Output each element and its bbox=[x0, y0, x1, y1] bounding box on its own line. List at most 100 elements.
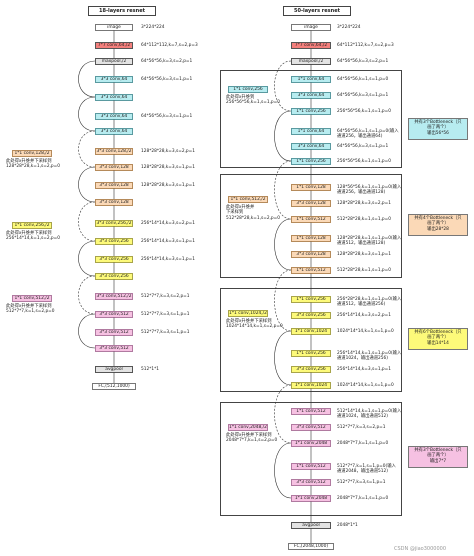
left-shortcut-conv: 1*1 conv,128,/2 bbox=[12, 150, 52, 157]
right-note: 128*28*28,k=3,s=2,p=1 bbox=[337, 200, 391, 206]
left-block: 3*3 conv,256 bbox=[95, 238, 133, 245]
right-block: 3*3 conv,128 bbox=[291, 251, 331, 258]
shortcut-arc bbox=[78, 96, 96, 132]
left-block: 3*3 conv,512 bbox=[95, 329, 133, 336]
right-block: 1*1 conv,256 bbox=[291, 108, 331, 115]
watermark: CSDN @jiao3000000 bbox=[394, 546, 447, 552]
left-block: FC,(512,1000) bbox=[92, 383, 136, 390]
right-shortcut-conv: 1*1 conv,1024,/2 bbox=[228, 310, 268, 317]
right-note: 256*56*56,k=1,s=1,p=0 bbox=[337, 158, 391, 164]
shortcut-arc bbox=[78, 60, 96, 98]
left-note: 512*1*1 bbox=[141, 366, 159, 372]
right-block: 1*1 conv,256 bbox=[291, 350, 331, 357]
right-note: 128*28*28,k=3,s=1,p=1 bbox=[337, 251, 391, 257]
left-block: 3*3 conv,512,/2 bbox=[95, 293, 133, 300]
left-block: maxpool,/2 bbox=[95, 58, 133, 65]
right-shortcut-desc: 2048*7*7,k=1,s=2,p=0 bbox=[226, 438, 278, 444]
right-block: 1*1 conv,1024 bbox=[291, 328, 331, 335]
right-note: 2048*7*7,k=1,s=1,p=0 bbox=[337, 495, 389, 501]
right-shortcut-desc: 此处得x升维并 bbox=[226, 205, 255, 210]
left-block: 3*3 conv,512 bbox=[95, 345, 133, 352]
right-note: 2048*7*7,k=1,s=1,p=0 bbox=[337, 440, 389, 446]
right-note: 2048*1*1 bbox=[337, 522, 358, 528]
shortcut-arc bbox=[274, 269, 292, 332]
right-note: 512*14*14,k=1,s=1,p=0(输入通道1024，输出通道512) bbox=[337, 408, 402, 419]
left-note: 512*7*7,k=3,s=1,p=1 bbox=[141, 329, 190, 335]
right-block: 1*1 conv,2048 bbox=[291, 440, 331, 447]
right-block: 1*1 conv,2048 bbox=[291, 495, 331, 502]
left-note: 128*28*28,k=3,s=1,p=1 bbox=[141, 182, 195, 188]
left-block: 7*7 conv,64,/2 bbox=[95, 42, 133, 49]
left-note: 512*7*7,k=3,s=1,p=1 bbox=[141, 311, 190, 317]
left-note: 256*14*14,k=3,s=1,p=1 bbox=[141, 238, 195, 244]
right-title: 50-layers resnet bbox=[283, 6, 351, 16]
right-note: 256*28*28,k=1,s=1,p=0(输入通道512，输出通道256) bbox=[337, 296, 402, 307]
shortcut-arc bbox=[274, 384, 292, 444]
right-block: 3*3 conv,64 bbox=[291, 92, 331, 99]
shortcut-arc bbox=[274, 218, 292, 271]
left-block: 3*3 conv,128 bbox=[95, 182, 133, 189]
left-block: 3*3 conv,128 bbox=[95, 164, 133, 171]
right-block: 1*1 conv,128 bbox=[291, 235, 331, 242]
shortcut-arc bbox=[274, 160, 292, 220]
left-shortcut-desc: 此处得x升维并下采样到 bbox=[6, 304, 52, 309]
left-note: 64*56*56,k=3,s=2,p=1 bbox=[141, 58, 193, 64]
right-note: 64*56*56,k=3,s=1,p=1 bbox=[337, 143, 389, 149]
left-shortcut-desc: 256*14*14,k=1,s=2,p=0 bbox=[6, 236, 60, 242]
right-block: 3*3 conv,256 bbox=[291, 366, 331, 373]
right-block: 3*3 conv,64 bbox=[291, 143, 331, 150]
shortcut-arc bbox=[274, 110, 292, 162]
right-block: 1*1 conv,64 bbox=[291, 76, 331, 83]
left-block: 3*3 conv,64 bbox=[95, 76, 133, 83]
right-shortcut-conv: 1*1 conv,2048,/2 bbox=[228, 424, 268, 431]
right-note: 256*14*14,k=1,s=1,p=0(输入通道1024，输出通道256) bbox=[337, 350, 402, 361]
right-shortcut-desc: 此处得x升维并下采样到 bbox=[226, 319, 272, 324]
left-shortcut-desc: 此处得x升维并下采样到 bbox=[6, 159, 52, 164]
right-block: 1*1 conv,512 bbox=[291, 408, 331, 415]
left-block: 3*3 conv,256 bbox=[95, 273, 133, 280]
right-note: 64*112*112,k=7,s=2,p=3 bbox=[337, 42, 394, 48]
right-shortcut-desc: 512*28*28,k=1,s=2,p=0 bbox=[226, 215, 280, 221]
right-note: 64*56*56,k=1,s=1,p=0(输入通道256，输出通道64) bbox=[337, 128, 399, 139]
left-block: 3*3 conv,256,/2 bbox=[95, 220, 133, 227]
left-note: 64*56*56,k=3,s=1,p=1 bbox=[141, 76, 193, 82]
right-block: 3*3 conv,256 bbox=[291, 312, 331, 319]
left-block: 3*3 conv,64 bbox=[95, 113, 133, 120]
right-block: 1*1 conv,1024 bbox=[291, 382, 331, 389]
right-block: 1*1 conv,256 bbox=[291, 296, 331, 303]
stage-legend: 共有3个Bottleneck（只画了两个）输出7*7 bbox=[408, 446, 468, 468]
right-note: 128*56*56,k=1,s=1,p=0(输入通道256，输出通道128) bbox=[337, 184, 402, 195]
right-block: 3*3 conv,512 bbox=[291, 424, 331, 431]
right-block: 3*3 conv,128 bbox=[291, 200, 331, 207]
right-block: 3*3 conv,512 bbox=[291, 479, 331, 486]
left-note: 128*28*28,k=3,s=2,p=1 bbox=[141, 148, 195, 154]
shortcut-arc bbox=[78, 313, 96, 349]
left-block: 3*3 conv,64 bbox=[95, 128, 133, 135]
right-note: 512*7*7,k=3,s=2,p=1 bbox=[337, 424, 386, 430]
shortcut-arc bbox=[78, 166, 96, 203]
shortcut-arc bbox=[274, 330, 292, 386]
right-shortcut-desc: 256*56*56,k=1,s=1,p=0 bbox=[226, 100, 280, 106]
left-block: 3*3 conv,512 bbox=[95, 311, 133, 318]
right-note: 256*14*14,k=3,s=1,p=1 bbox=[337, 366, 391, 372]
shortcut-arc bbox=[274, 442, 292, 499]
left-note: 512*7*7,k=3,s=2,p=1 bbox=[141, 293, 190, 299]
shortcut-arc bbox=[274, 60, 292, 112]
right-block: 1*1 conv,512 bbox=[291, 463, 331, 470]
left-note: 64*112*112,k=7,s=2,p=3 bbox=[141, 42, 198, 48]
left-block: avgpool bbox=[95, 366, 133, 373]
right-note: 512*7*7,k=3,s=1,p=1 bbox=[337, 479, 386, 485]
right-block: 7*7 conv,64,/2 bbox=[291, 42, 331, 49]
right-note: 64*56*56,k=3,s=2,p=1 bbox=[337, 58, 389, 64]
right-note: 128*28*28,k=1,s=1,p=0(输入通道512，输出通道128) bbox=[337, 235, 402, 246]
right-note: 256*56*56,k=1,s=1,p=0 bbox=[337, 108, 391, 114]
right-note: 512*28*28,k=1,s=1,p=0 bbox=[337, 216, 391, 222]
right-block: FC,(2048,1000) bbox=[288, 543, 334, 550]
left-note: 128*28*28,k=3,s=1,p=1 bbox=[141, 164, 195, 170]
left-shortcut-conv: 1*1 conv,512,/2 bbox=[12, 295, 52, 302]
left-note: 256*14*14,k=3,s=1,p=1 bbox=[141, 256, 195, 262]
right-block: image bbox=[291, 24, 331, 31]
right-block: 1*1 conv,512 bbox=[291, 216, 331, 223]
left-block: 3*3 conv,128 bbox=[95, 199, 133, 206]
